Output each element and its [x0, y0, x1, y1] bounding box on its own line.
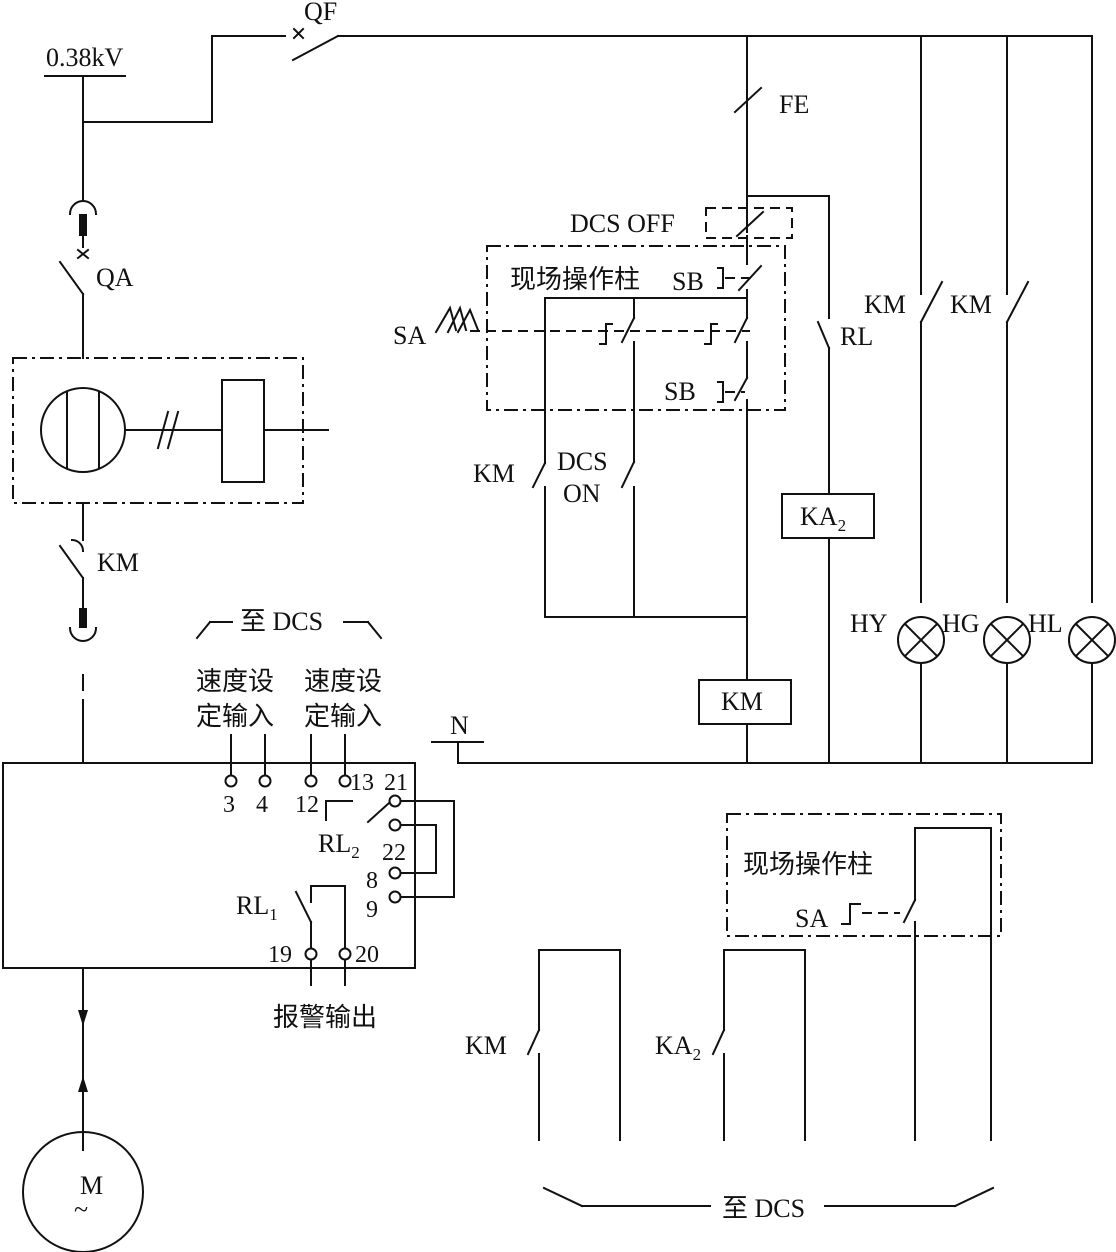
rl1-relay-contact	[294, 890, 313, 924]
plug-socket-top	[68, 200, 98, 216]
km-hold-contact	[531, 461, 547, 489]
ka2-coil-label: KA2	[800, 502, 846, 535]
dcs-on-label-1: DCS	[557, 447, 608, 476]
vfd-terminals	[195, 620, 455, 986]
field-column-box	[486, 245, 786, 411]
fe-label: FE	[779, 90, 809, 119]
km-contactor-coil	[698, 679, 792, 725]
speed-setting-1-line2: 定输入	[196, 702, 274, 731]
dcs-on-label-2: ON	[563, 479, 601, 508]
sb-start-label: SB	[664, 377, 696, 406]
km-main-label: KM	[97, 548, 139, 577]
km-dcs-contact	[526, 1028, 541, 1056]
hg-label: HG	[942, 609, 980, 638]
speed-setting-2-line2: 定输入	[304, 702, 382, 731]
hl-label: HL	[1028, 609, 1063, 638]
to-dcs-top-label: 至 DCS	[240, 607, 323, 636]
terminal-22-label: 22	[382, 840, 406, 866]
ka2-dcs-label: KA2	[655, 1031, 701, 1064]
terminal-19-label: 19	[268, 942, 292, 968]
dcs-on-contact	[620, 460, 636, 489]
voltage-label: 0.38kV	[46, 43, 124, 72]
alarm-output-label: 报警输出	[273, 1003, 377, 1032]
ka2-dcs-contact	[711, 1028, 726, 1056]
sb-stop-label: SB	[672, 267, 704, 296]
hg-lamp	[983, 616, 1031, 664]
reactor-symbol	[221, 379, 265, 483]
terminal-12-label: 12	[295, 792, 319, 818]
sa-local-contact	[733, 316, 749, 344]
rl2-label: RL2	[318, 829, 360, 862]
sa-dcs-label: SA	[795, 904, 828, 933]
dcs-off-contact	[735, 210, 765, 238]
plug-socket-bottom	[68, 626, 98, 642]
rl-label: RL	[840, 322, 873, 351]
inverter-symbol	[40, 387, 126, 473]
rl2-relay-contact	[366, 801, 391, 824]
sa-remote-contact	[620, 316, 636, 344]
km-lamp-contact-2	[1005, 280, 1030, 324]
terminal-3-label: 3	[223, 792, 235, 818]
dcs-feedback-circuit	[526, 813, 1002, 1208]
km-lamp-label-1: KM	[864, 290, 906, 319]
field-column-label-2: 现场操作柱	[743, 850, 873, 879]
terminal-9-label: 9	[366, 897, 378, 923]
vfd-terminal-box	[2, 762, 416, 969]
terminal-13-label: 13	[350, 770, 374, 796]
sa-dcs-contact	[902, 898, 917, 924]
dcs-off-dashed-box	[705, 207, 793, 239]
hy-lamp	[897, 616, 945, 664]
qf-label: QF	[304, 0, 337, 26]
terminal-4-label: 4	[256, 792, 268, 818]
km-coil-label: KM	[721, 687, 763, 716]
main-power-circuit	[2, 27, 1093, 1252]
terminal-21-label: 21	[384, 770, 408, 796]
speed-setting-1-line1: 速度设	[196, 667, 274, 696]
qf-breaker-contact	[291, 34, 340, 62]
qa-label: QA	[96, 263, 134, 292]
km-hold-label: KM	[473, 459, 515, 488]
field-column-label: 现场操作柱	[510, 265, 640, 294]
field-column-box-2	[726, 813, 1002, 937]
km-lamp-label-2: KM	[950, 290, 992, 319]
motor-symbol	[22, 1131, 144, 1252]
qa-switch-contact	[58, 260, 85, 296]
terminal-20-label: 20	[355, 942, 379, 968]
hy-label: HY	[850, 609, 888, 638]
sa-label: SA	[393, 321, 426, 350]
control-circuit	[431, 35, 1116, 764]
speed-setting-2-line1: 速度设	[304, 667, 382, 696]
km-dcs-label: KM	[465, 1031, 507, 1060]
rl-contact	[816, 320, 831, 350]
km-lamp-contact-1	[919, 280, 944, 324]
motor-tilde-label: ~	[74, 1195, 88, 1224]
to-dcs-bottom-label: 至 DCS	[722, 1194, 805, 1223]
terminal-8-label: 8	[366, 868, 378, 894]
fe-contact	[733, 86, 763, 114]
n-label: N	[450, 711, 469, 740]
rl1-label: RL1	[236, 891, 278, 924]
labels: 0.38kV QF FE QA KM DCS OFF 现场操作柱 SB SA S…	[46, 0, 1063, 1224]
motor-m-label: M	[80, 1171, 103, 1200]
dcs-off-label: DCS OFF	[570, 209, 675, 238]
sb-start-contact	[733, 376, 749, 402]
hl-lamp	[1068, 616, 1116, 664]
km-main-contact	[58, 544, 85, 580]
